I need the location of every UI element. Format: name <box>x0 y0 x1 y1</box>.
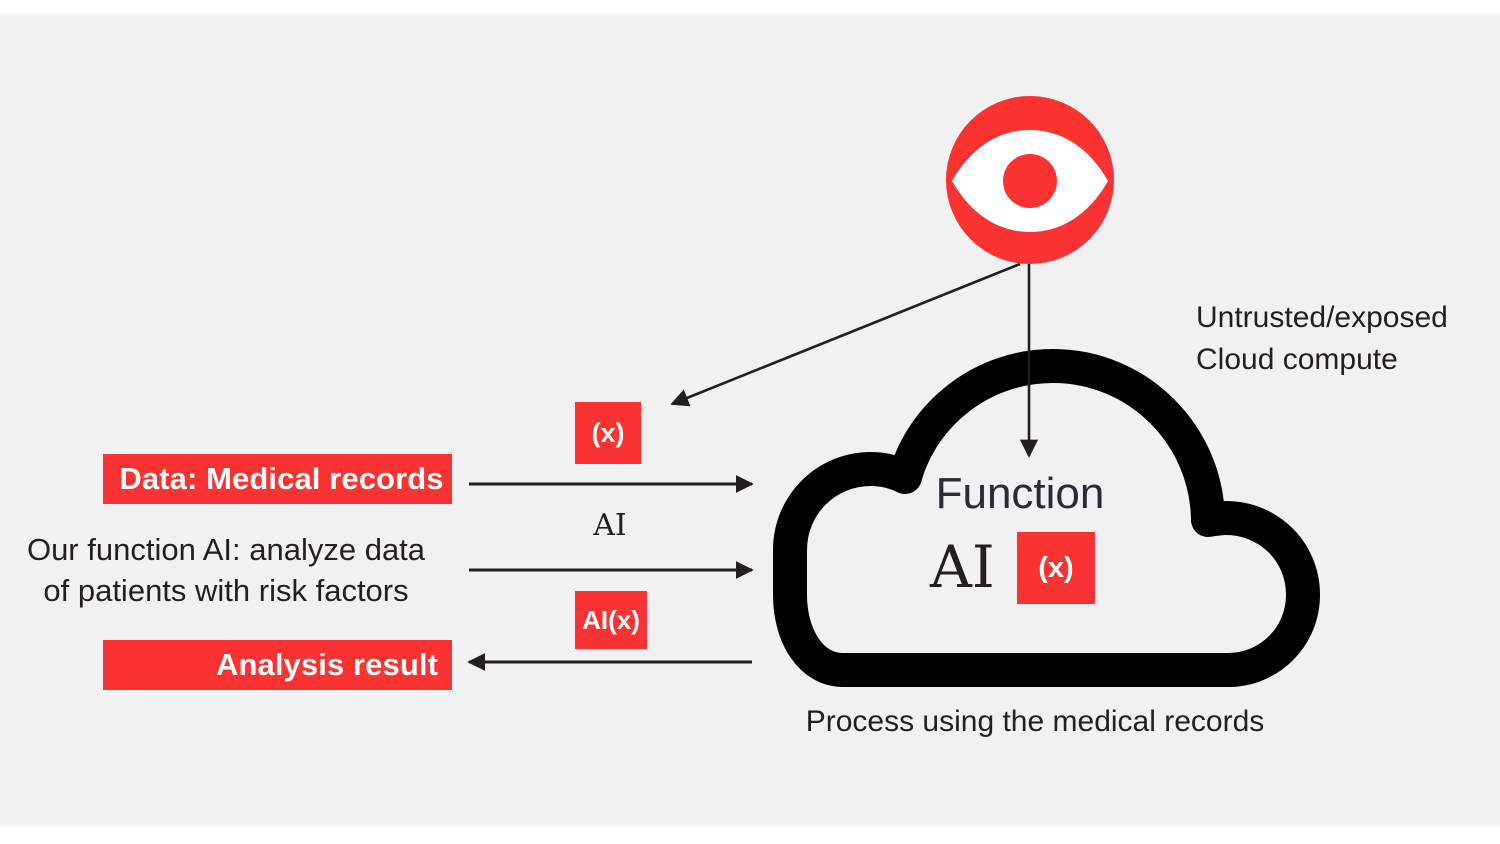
our-function-line-1: Our function AI: analyze data <box>26 532 426 567</box>
aix-token-label: AI(x) <box>582 604 640 635</box>
cloud-function-title: Function <box>855 468 1185 520</box>
ai-arrow-text: AI <box>593 508 627 543</box>
analysis-result-label: Analysis result <box>215 647 438 682</box>
process-caption: Process using the medical records <box>740 701 1330 742</box>
x-token-box: (x) <box>575 402 641 464</box>
aix-token-box: AI(x) <box>575 591 647 649</box>
process-caption-text: Process using the medical records <box>805 705 1265 738</box>
cloud-x-token-label: (x) <box>1038 551 1074 584</box>
our-function-ai-label: Our function AI: analyze data of patients… <box>0 529 452 611</box>
data-medical-records-bar[interactable]: Data: Medical records <box>103 454 452 504</box>
cloud-function-text: Function <box>935 469 1105 518</box>
cloud-ai-label: AI <box>930 530 995 604</box>
our-function-line-2: of patients with risk factors <box>43 573 409 608</box>
x-token-label: (x) <box>591 417 625 448</box>
data-medical-records-label: Data: Medical records <box>119 461 444 496</box>
analysis-result-bar[interactable]: Analysis result <box>103 640 452 690</box>
untrusted-line-1: Untrusted/exposed <box>1196 301 1448 334</box>
untrusted-line-2: Cloud compute <box>1196 343 1398 376</box>
cloud-x-token-box: (x) <box>1017 532 1095 604</box>
ai-arrow-label: AI <box>520 505 700 546</box>
cloud-ai-text: AI <box>930 533 995 601</box>
